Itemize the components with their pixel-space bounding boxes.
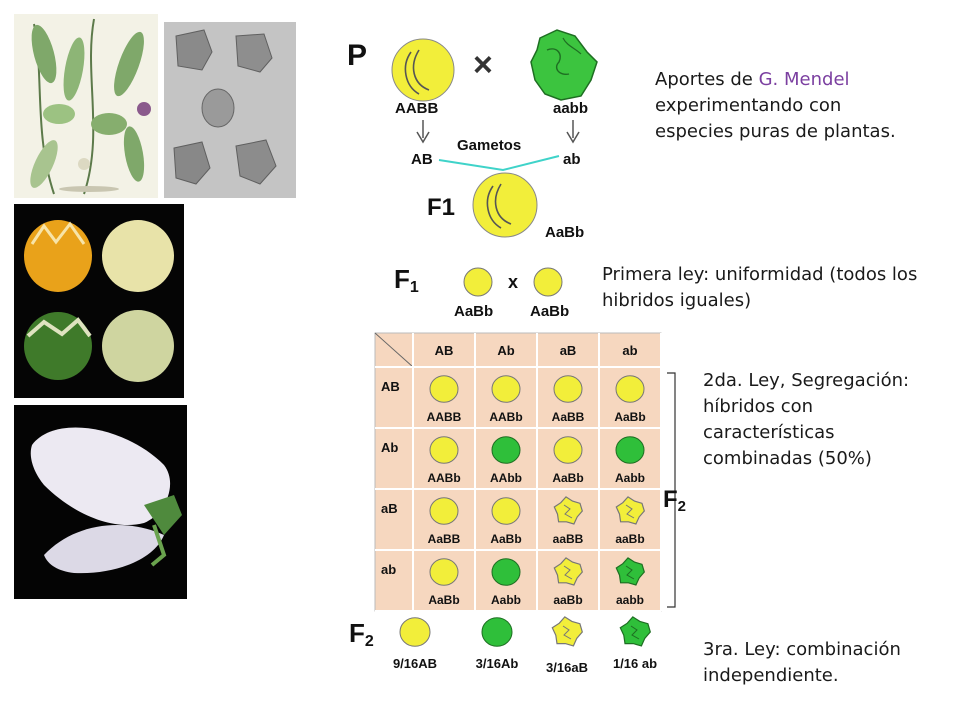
punnett-col-header: Ab [497,343,514,358]
second-law-note: 2da. Ley, Segregación: híbridos con cara… [703,370,910,469]
punnett-row-header: aB [381,501,398,516]
mendel-name: G. Mendel [758,69,850,90]
punnett-row-header: AB [381,379,400,394]
punnett-cell-seed-icon [615,436,645,464]
punnett-cell-genotype: Aabb [491,593,521,607]
yellow-smooth-seed-icon [391,38,455,102]
pea-flower-photo [14,405,187,599]
f1-cross-label: F [394,264,410,294]
ratio-seed-icon [481,617,513,647]
punnett-cell-genotype: AaBB [552,410,585,424]
ratio-seed-icon [399,617,431,647]
punnett-col-header: aB [560,343,577,358]
aportes-rest: experimentando con especies puras de pla… [655,95,896,142]
punnett-cell-genotype: AaBb [490,532,521,546]
punnett-cell-seed-icon [429,375,459,403]
punnett-cell-genotype: aaBb [553,593,582,607]
punnett-cell-seed-icon [553,436,583,464]
gametes-label: Gametos [457,137,521,154]
third-law-note: 3ra. Ley: combinación independiente. [703,639,901,686]
punnett-cell-seed-icon [491,375,521,403]
punnett-f2-label: F2 [663,486,686,515]
punnett-cell-genotype: aaBb [615,532,644,546]
punnett-cell-seed-icon [491,436,521,464]
punnett-col-header: AB [435,343,454,358]
punnett-cell-genotype: AaBB [428,532,461,546]
punnett-cell-genotype: AaBb [428,593,459,607]
punnett-cell-genotype: AAbb [490,471,522,485]
cross-symbol: × [473,46,493,84]
ratio-label: 3/16Ab [476,656,519,671]
punnett-cell-seed-icon [491,497,521,525]
parent2-genotype: aabb [553,100,588,117]
punnett-cell-genotype: Aabb [615,471,645,485]
punnett-cell-seed-icon [553,375,583,403]
f1-left-seed-icon [463,267,493,297]
punnett-cell-seed-icon [615,375,645,403]
punnett-cell-genotype: AaBb [614,410,645,424]
pea-plant-illustration [14,14,158,198]
punnett-cell-genotype: AABb [489,410,522,424]
punnett-row-header: Ab [381,440,398,455]
first-law-note: Primera ley: uniformidad (todos los hibr… [602,264,918,311]
punnett-cell-seed-icon [491,558,521,586]
f1-right-genotype: AaBb [530,303,569,320]
aportes-prefix: Aportes de [655,69,759,90]
f1-cross-symbol: x [508,272,518,292]
punnett-cell-genotype: AaBb [552,471,583,485]
parental-cross-diagram: P AABB × aabb Gametos AB ab F1 AaBb [347,29,598,241]
ratio-label: 9/16AB [393,656,437,671]
f1-cross-diagram: F1 x AaBb AaBb [394,264,569,320]
green-wrinkled-seed-icon [530,29,598,101]
f1-cross-label-sub: 1 [410,279,419,296]
ratio-label: 1/16 ab [613,656,657,671]
f1-genotype: AaBb [545,224,584,241]
p-generation-label: P [347,39,367,72]
punnett-cell-seed-icon [429,558,459,586]
punnett-cell-genotype: AABB [427,410,462,424]
mendel-contribution-note: Aportes de G. Mendel experimentando con … [655,67,925,145]
wrinkled-seeds-photo [164,22,296,198]
f1-yellow-seed-icon [472,172,538,238]
parent1-genotype: AABB [395,100,438,117]
punnett-cell-seed-icon [429,436,459,464]
f2-phenotype-ratios: F2 9/16AB 3/16Ab 3/16aB 1/16 ab [349,616,657,675]
gamete1-label: AB [411,151,433,168]
punnett-cell-genotype: aabb [616,593,644,607]
punnett-row-header: ab [381,562,396,577]
ratio-label: 3/16aB [546,660,588,675]
pea-seeds-photo [14,204,184,398]
punnett-cell-genotype: aaBB [553,532,584,546]
punnett-cell-seed-icon [429,497,459,525]
punnett-col-header: ab [622,343,637,358]
f1-label: F1 [427,194,455,221]
f1-left-genotype: AaBb [454,303,493,320]
gamete2-label: ab [563,151,581,168]
f1-right-seed-icon [533,267,563,297]
ratios-f2-label: F2 [349,618,374,650]
svg-text:F1: F1 [394,264,419,296]
punnett-cell-genotype: AABb [427,471,460,485]
